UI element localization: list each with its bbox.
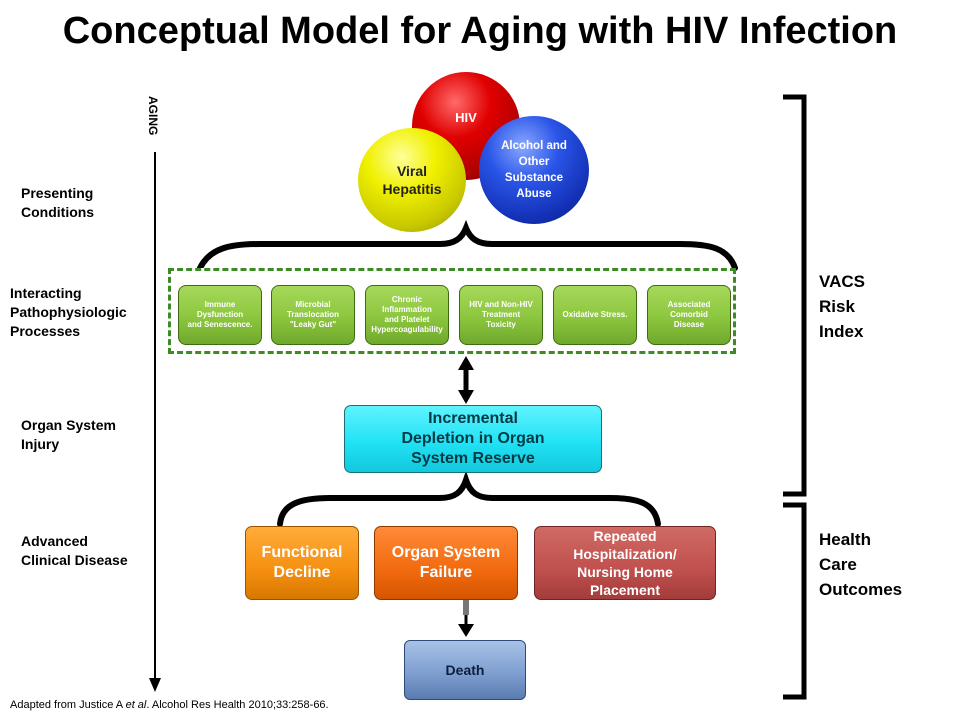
outcome-line: Functional xyxy=(261,544,343,561)
aging-label: AGING xyxy=(146,96,160,136)
condition-viral-hepatitis: Viral Hepatitis xyxy=(358,128,466,232)
condition-alcohol-substance-abuse: Alcohol and Other Substance Abuse xyxy=(479,116,589,224)
condition-line: Other xyxy=(518,156,550,168)
citation: Adapted from Justice A et al. Alcohol Re… xyxy=(10,699,329,711)
outcome-death: Death xyxy=(404,640,526,700)
process-line: Immune xyxy=(204,300,236,309)
outcome-organ-system-failure: Organ System Failure xyxy=(374,526,518,600)
process-treatment-toxicity: HIV and Non-HIV Treatment Toxicity xyxy=(459,285,543,345)
process-immune-dysfunction: Immune Dysfunction and Senescence. xyxy=(178,285,262,345)
process-line: Microbial xyxy=(295,300,331,309)
page-title: Conceptual Model for Aging with HIV Infe… xyxy=(62,10,898,52)
outcome-line: Decline xyxy=(273,564,331,581)
label-line: Outcomes xyxy=(819,580,903,599)
label-line: Clinical Disease xyxy=(21,552,128,568)
label-line: Health xyxy=(819,530,871,549)
outcome-line: Repeated xyxy=(593,528,657,544)
condition-line: Abuse xyxy=(516,188,552,200)
citation-suffix: . Alcohol Res Health 2010;33:258-66. xyxy=(146,699,329,711)
process-line: and Senescence. xyxy=(187,320,253,329)
outcome-line: Nursing Home xyxy=(577,564,673,580)
label-interacting-processes: Interacting Pathophysiologic Processes xyxy=(10,284,127,341)
outcome-line: Placement xyxy=(589,582,661,598)
label-advanced-clinical-disease: Advanced Clinical Disease xyxy=(21,532,128,570)
label-presenting-conditions: Presenting Conditions xyxy=(21,184,94,222)
label-line: Injury xyxy=(21,436,60,452)
condition-line: Substance xyxy=(504,172,564,184)
failure-to-death-arrowhead xyxy=(458,624,474,637)
processes-container xyxy=(168,268,736,354)
label-line: Index xyxy=(819,322,864,341)
process-line: HIV and Non-HIV xyxy=(469,300,533,309)
reserve-line: Incremental xyxy=(428,410,518,427)
process-line: Chronic xyxy=(391,295,423,304)
label-health-care-outcomes: Health Care Outcomes xyxy=(819,527,902,602)
condition-line: Alcohol and xyxy=(501,140,567,152)
label-line: Processes xyxy=(10,323,81,339)
process-line: Translocation xyxy=(286,310,339,319)
process-line: Toxicity xyxy=(486,320,516,329)
process-oxidative-stress: Oxidative Stress. xyxy=(553,285,637,345)
process-line: Oxidative Stress. xyxy=(562,310,628,319)
outcome-functional-decline: Functional Decline xyxy=(245,526,359,600)
top-brace xyxy=(197,219,738,271)
condition-hiv-label: HIV xyxy=(455,110,477,125)
label-line: Presenting xyxy=(21,185,94,201)
label-vacs-risk-index: VACS Risk Index xyxy=(819,269,865,344)
process-line: and Platelet xyxy=(384,315,430,324)
label-line: Pathophysiologic xyxy=(10,304,127,320)
bottom-brace xyxy=(277,470,661,527)
label-line: Interacting xyxy=(10,285,82,301)
reserve-line: System Reserve xyxy=(411,450,535,467)
organ-reserve-box: Incremental Depletion in Organ System Re… xyxy=(344,405,602,473)
process-line: Hypercoagulability xyxy=(371,325,443,334)
process-line: Associated xyxy=(667,300,711,309)
health-bracket xyxy=(783,502,807,700)
label-organ-system-injury: Organ System Injury xyxy=(21,416,116,454)
condition-line: Hepatitis xyxy=(382,181,442,197)
process-line: Treatment xyxy=(481,310,521,319)
outcome-line: Failure xyxy=(419,564,473,581)
reserve-line: Depletion in Organ xyxy=(401,430,545,447)
double-arrow-up-head xyxy=(458,356,474,370)
label-line: Organ System xyxy=(21,417,116,433)
aging-axis-arrowhead xyxy=(149,678,161,692)
outcome-repeated-hospitalization: Repeated Hospitalization/ Nursing Home P… xyxy=(534,526,716,600)
process-line: Comorbid xyxy=(670,310,708,319)
label-line: Advanced xyxy=(21,533,88,549)
label-line: Risk xyxy=(819,297,855,316)
label-line: VACS xyxy=(819,272,865,291)
label-line: Conditions xyxy=(21,204,95,220)
process-line: Inflammation xyxy=(382,305,432,314)
outcome-line: Organ System xyxy=(391,544,501,561)
process-line: Dysfunction xyxy=(196,310,244,319)
vacs-bracket xyxy=(783,94,807,497)
process-comorbid-disease: Associated Comorbid Disease xyxy=(647,285,731,345)
citation-prefix: Adapted from Justice A xyxy=(10,699,126,711)
process-line: "Leaky Gut" xyxy=(289,320,337,329)
process-chronic-inflammation: Chronic Inflammation and Platelet Hyperc… xyxy=(365,285,449,345)
outcome-line: Hospitalization/ xyxy=(573,546,677,562)
process-microbial-translocation: Microbial Translocation "Leaky Gut" xyxy=(271,285,355,345)
double-arrow-down-head xyxy=(458,390,474,404)
process-line: Disease xyxy=(673,320,705,329)
condition-line: Viral xyxy=(396,163,428,179)
label-line: Care xyxy=(819,555,857,574)
citation-italic: et al xyxy=(125,699,147,711)
